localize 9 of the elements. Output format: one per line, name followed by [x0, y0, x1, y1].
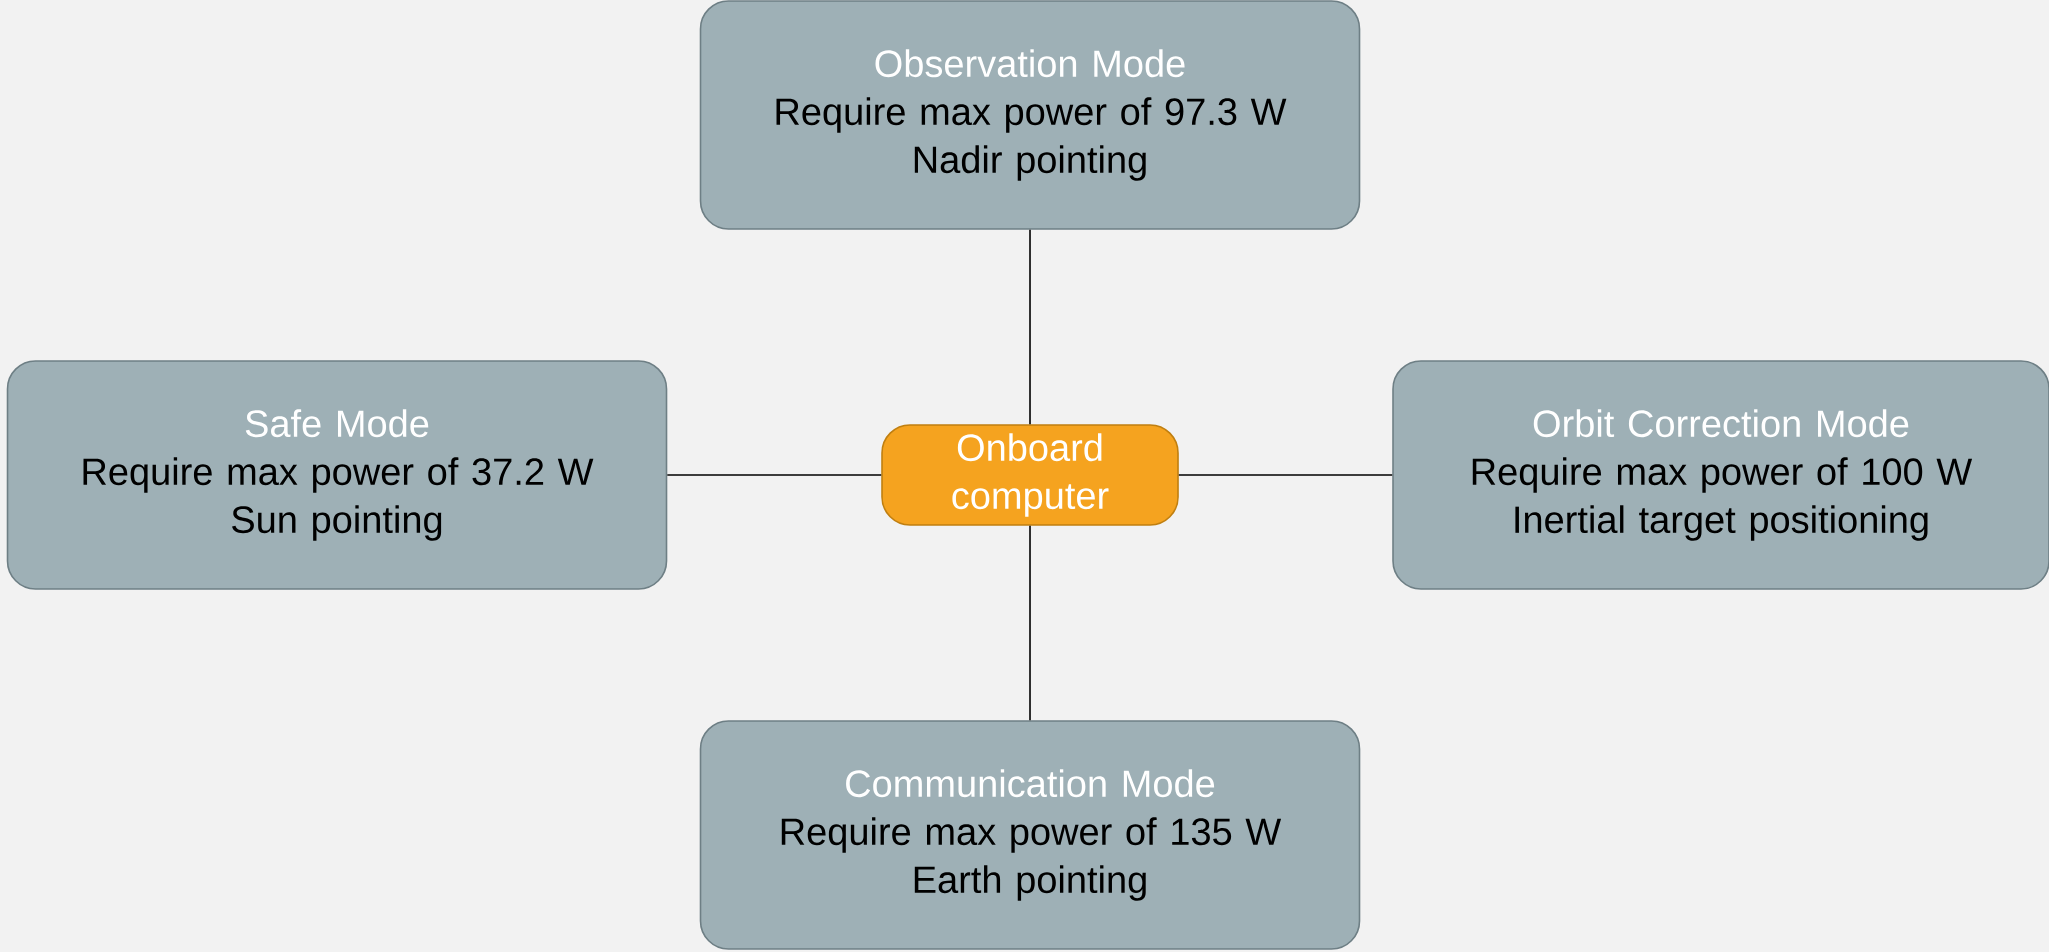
- mode-box: Orbit Correction Mode Require max power of 100 W Inertial target positioning: [1392, 360, 2049, 590]
- connector-line: [1029, 229, 1031, 425]
- connector-line: [1029, 525, 1031, 721]
- mode-box: Safe Mode Require max power of 37.2 W Sun pointing: [6, 360, 668, 590]
- connector-line: [1178, 474, 1393, 476]
- computer-box: Onboard computer: [881, 424, 1179, 526]
- mode-box: Observation Mode Require max power of 97.3 W Nadir pointing: [699, 0, 1361, 230]
- connector-line: [666, 474, 882, 476]
- mode-box: Communication Mode Require max power of 135 W Earth pointing: [699, 720, 1361, 950]
